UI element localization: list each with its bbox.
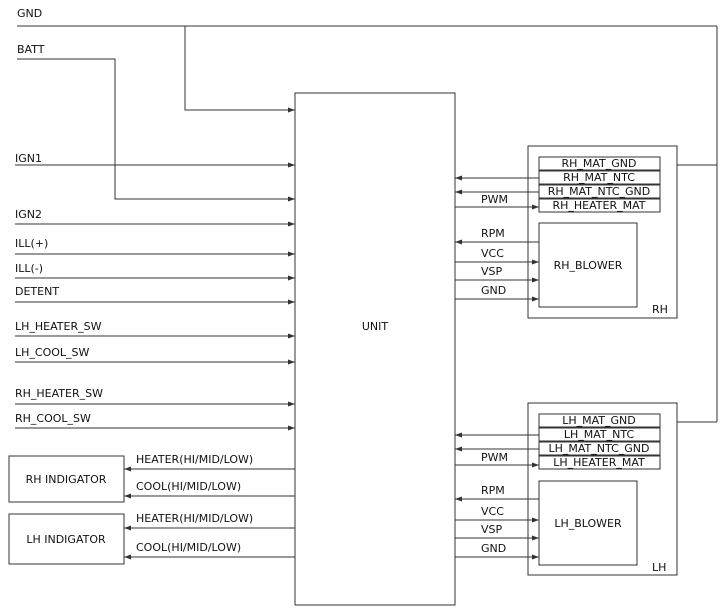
- lh-gnd-label: GND: [481, 542, 506, 555]
- lh-blower-label: LH_BLOWER: [554, 517, 622, 530]
- lh-heater-mat-label: LH_HEATER_MAT: [553, 456, 645, 469]
- rh-rpm-label: RPM: [481, 227, 505, 240]
- unit-box: [294, 92, 456, 606]
- lh-cool-sw-label: LH_COOL_SW: [15, 346, 90, 359]
- ill-neg-label: ILL(-): [15, 262, 43, 275]
- gnd-to-unit-wire: [184, 26, 295, 113]
- lh-mat-ntc-gnd-label: LH_MAT_NTC_GND: [549, 442, 650, 455]
- rh-heater-mat-label: RH_HEATER_MAT: [552, 199, 645, 212]
- lh-mat-row: [538, 455, 661, 470]
- batt-label: BATT: [17, 43, 45, 56]
- rh-blower-box: [538, 222, 638, 308]
- rh-mat-row: [538, 156, 661, 171]
- lh-mat-ntc-label: LH_MAT_NTC: [564, 428, 635, 441]
- rh-blower-label: RH_BLOWER: [554, 259, 623, 272]
- lh-heater-sw-label: LH_HEATER_SW: [15, 320, 102, 333]
- lh-rpm-label: RPM: [481, 484, 505, 497]
- rh-gnd-label: GND: [481, 284, 506, 297]
- rh-mat-ntc-label: RH_MAT_NTC: [563, 171, 635, 184]
- gnd-label: GND: [17, 7, 42, 20]
- rh-cool-sw-label: RH_COOL_SW: [15, 412, 91, 425]
- rh-module-corner-label: RH: [652, 303, 668, 316]
- lh-pwm-label: PWM: [481, 451, 508, 464]
- rh-heater-sw-label: RH_HEATER_SW: [15, 387, 103, 400]
- ign1-label: IGN1: [15, 152, 42, 165]
- rh-indicator-cool-label: COOL(HI/MID/LOW): [136, 480, 241, 493]
- lh-vcc-label: VCC: [481, 505, 504, 518]
- rh-indicator-box: [8, 455, 125, 503]
- lh-mat-row: [538, 413, 661, 428]
- batt-wire: [17, 58, 295, 202]
- lh-mat-gnd-label: LH_MAT_GND: [562, 414, 636, 427]
- rh-mat-ntc-gnd-label: RH_MAT_NTC_GND: [548, 185, 651, 198]
- rh-indicator-label: RH INDIGATOR: [26, 473, 107, 486]
- lh-vsp-label: VSP: [481, 523, 503, 536]
- detent-label: DETENT: [15, 285, 59, 298]
- lh-module-corner-label: LH: [652, 561, 666, 574]
- lh-indicator-box: [8, 513, 125, 565]
- rh-mat-gnd-label: RH_MAT_GND: [561, 157, 636, 170]
- lh-blower-box: [538, 480, 638, 566]
- ign2-label: IGN2: [15, 208, 42, 221]
- rh-vcc-label: VCC: [481, 247, 504, 260]
- unit-label: UNIT: [362, 320, 389, 333]
- ill-pos-label: ILL(+): [15, 237, 48, 250]
- rh-mat-row: [538, 198, 661, 213]
- rh-indicator-heater-label: HEATER(HI/MID/LOW): [136, 453, 253, 466]
- lh-indicator-label: LH INDIGATOR: [26, 533, 106, 546]
- rh-vsp-label: VSP: [481, 265, 503, 278]
- lh-indicator-heater-label: HEATER(HI/MID/LOW): [136, 512, 253, 525]
- lh-indicator-cool-label: COOL(HI/MID/LOW): [136, 541, 241, 554]
- rh-pwm-label: PWM: [481, 193, 508, 206]
